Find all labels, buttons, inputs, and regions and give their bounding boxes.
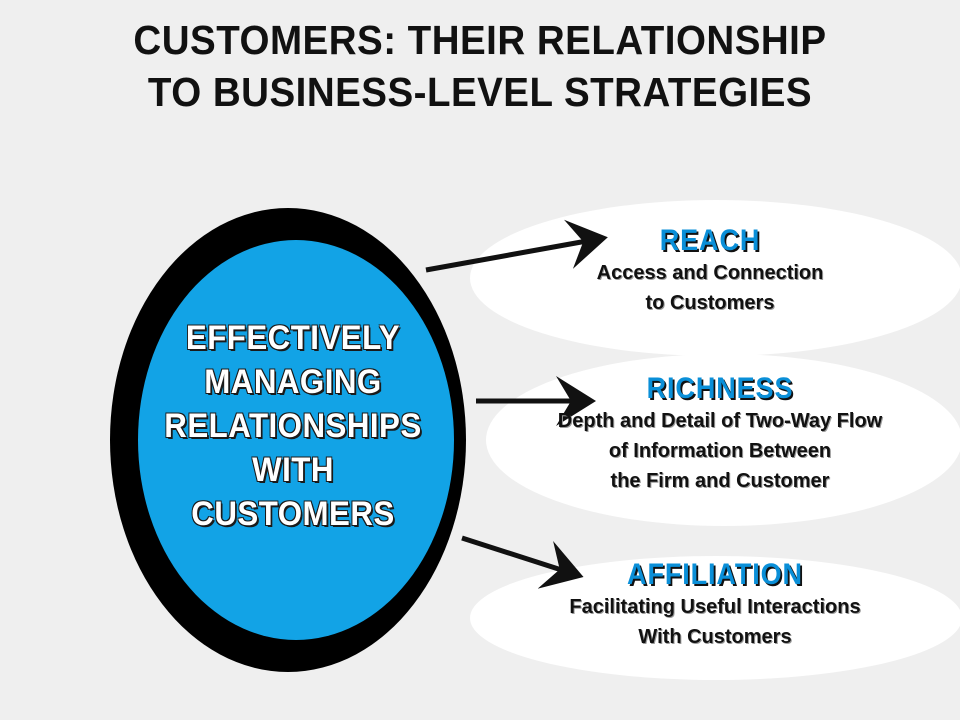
affiliation-arrow	[461, 535, 584, 589]
affiliation-description: Facilitating Useful Interactions With Cu…	[510, 592, 920, 652]
slide-title: CUSTOMERS: THEIR RELATIONSHIP TO BUSINES…	[29, 14, 931, 118]
title-line-1: CUSTOMERS: THEIR RELATIONSHIP	[133, 17, 827, 63]
reach-desc-line-2: to Customers	[645, 292, 775, 314]
reach-arrow	[425, 219, 608, 273]
center-line-2: MANAGING	[204, 363, 382, 401]
center-line-4: WITH	[252, 451, 334, 489]
reach-item: REACH Access and Connection to Customers	[540, 224, 880, 318]
reach-title: REACH	[659, 224, 761, 257]
richness-title: RICHNESS	[646, 372, 794, 405]
affiliation-desc-line-1: Facilitating Useful Interactions	[569, 596, 861, 618]
center-line-1: EFFECTIVELY	[185, 319, 401, 357]
center-label: EFFECTIVELY MANAGING RELATIONSHIPS WITH …	[141, 316, 445, 536]
richness-desc-line-3: the Firm and Customer	[610, 470, 830, 492]
affiliation-title: AFFILIATION	[627, 558, 803, 591]
center-line-5: CUSTOMERS	[191, 495, 395, 533]
richness-desc-line-2: of Information Between	[608, 440, 832, 462]
richness-description: Depth and Detail of Two-Way Flow of Info…	[505, 406, 935, 496]
richness-desc-line-1: Depth and Detail of Two-Way Flow	[557, 410, 883, 432]
affiliation-desc-line-2: With Customers	[638, 626, 792, 648]
richness-item: RICHNESS Depth and Detail of Two-Way Flo…	[505, 372, 935, 496]
reach-desc-line-1: Access and Connection	[596, 262, 824, 284]
title-line-2: TO BUSINESS-LEVEL STRATEGIES	[147, 69, 813, 115]
reach-description: Access and Connection to Customers	[540, 258, 880, 318]
affiliation-ellipse	[470, 556, 960, 680]
center-fill	[138, 240, 454, 640]
richness-ellipse	[486, 354, 960, 526]
center-line-3: RELATIONSHIPS	[164, 407, 422, 445]
affiliation-item: AFFILIATION Facilitating Useful Interact…	[510, 558, 920, 652]
